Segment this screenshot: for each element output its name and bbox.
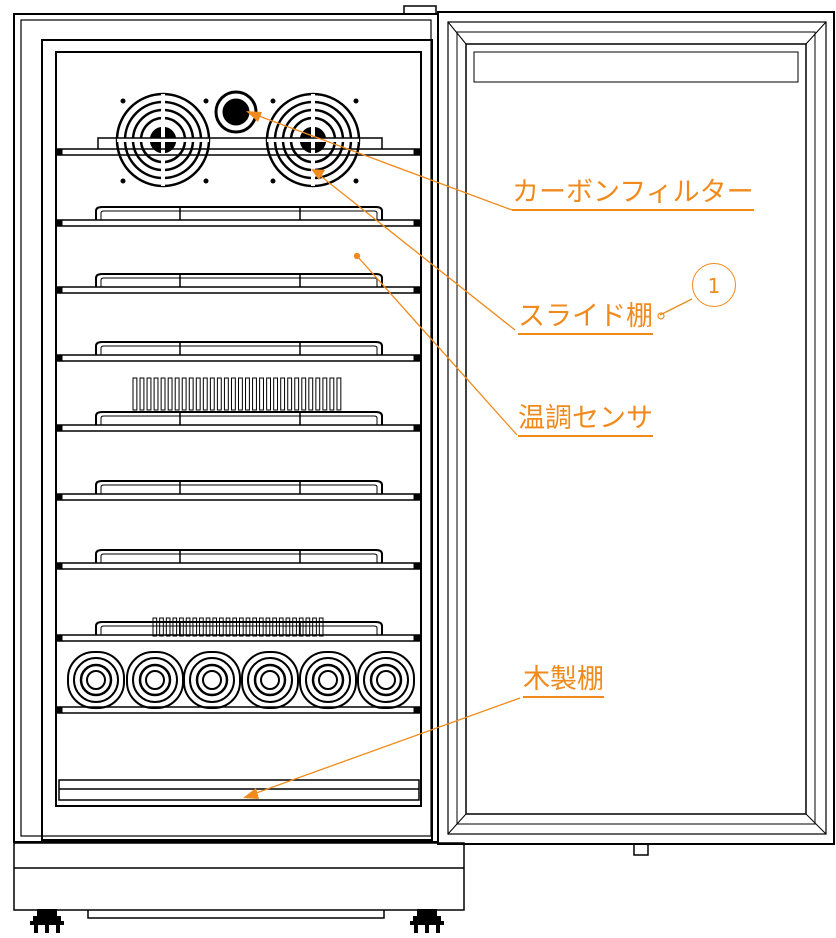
bottle-3 [183,651,241,709]
shelf-2 [55,206,421,227]
callout-number-1: 1 [692,263,736,307]
shelf-3 [55,273,421,294]
shelf-5 [55,411,421,432]
label-slide-shelf: スライド棚 [518,302,653,335]
shelf-6 [55,480,421,501]
leader-wood-shelf [244,697,521,798]
leader-lines [244,111,693,798]
shelf-4 [55,341,421,362]
shelf-9 [55,706,421,714]
bottle-2 [126,651,184,709]
label-temp-sensor: 温調センサ [518,404,653,437]
leader-temp-sensor [356,255,518,436]
shelf-8 [55,621,421,642]
shelf-1 [55,137,421,156]
top-hinge [403,5,437,15]
fan-mount-dots [120,98,359,184]
callout-dot [657,312,665,320]
bottle-6 [357,651,415,709]
shelf-7 [55,549,421,570]
bottle-4 [241,651,299,709]
label-wood-shelf: 木製棚 [523,665,604,698]
label-carbon-filter: カーボンフィルター [512,178,754,211]
right-foot [410,909,444,933]
open-door [437,11,835,856]
bottle-1 [67,651,125,709]
fan-right [265,92,361,188]
wood-shelf-part [58,779,420,801]
vent-grille-upper [132,377,342,411]
shelves [55,137,421,714]
leader-carbon-filter [247,111,513,211]
bottle-row [67,651,415,709]
vent-grille-lower [152,617,324,637]
leader-slide-shelf [312,169,516,331]
bottle-5 [299,651,357,709]
leader-arrowheads [243,111,361,799]
fan-left [115,92,211,188]
leader-callout-1 [659,298,693,316]
left-foot [30,909,64,933]
base-plinth [13,842,465,919]
